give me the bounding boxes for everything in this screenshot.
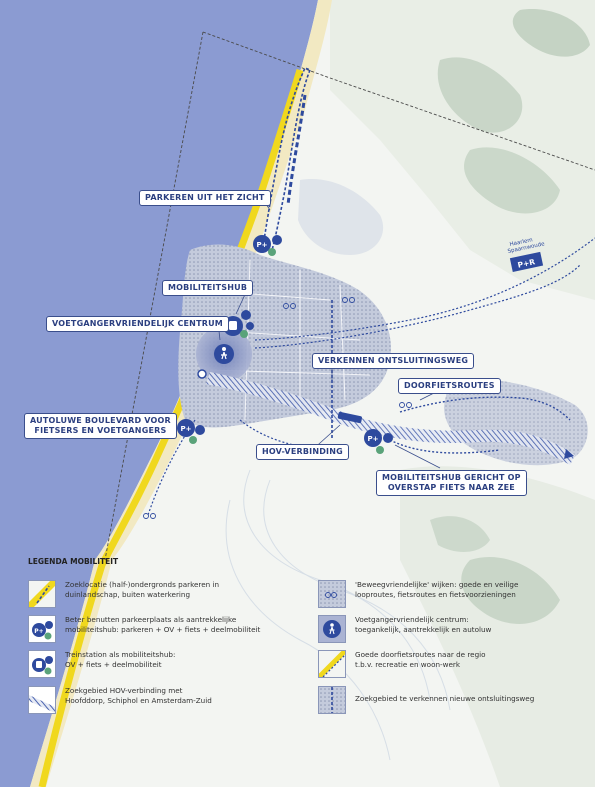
legend-title: LEGENDA MOBILITEIT (28, 557, 119, 566)
legend-text-7a: Goede doorfietsroutes naar de regio (355, 650, 486, 659)
callout-verkennen-ontsluitingsweg: VERKENNEN ONTSLUITINGSWEG (312, 353, 475, 369)
callout-mobiliteitshub-fiets: MOBILITEITSHUB GERICHT OP OVERSTAP FIETS… (376, 470, 527, 496)
legend-text-3b: OV + fiets + deelmobiliteit (65, 659, 162, 669)
legend-text-3a: Treinstation als mobiliteitshub: (65, 650, 176, 659)
callout-autoluwe-line-1: AUTOLUWE BOULEVARD VOOR (30, 416, 171, 425)
svg-text:P+: P+ (181, 425, 192, 433)
legend-symbol-voetgangervriendelijk (318, 615, 346, 643)
legend-symbol-hov (28, 686, 56, 714)
svg-text:P+: P+ (368, 435, 379, 443)
legend-text-6b: toegankelijk, aantrekkelijk en autoluw (355, 624, 492, 634)
legend-text-1a: Zoeklocatie (half-)ondergronds parkeren … (65, 580, 220, 589)
callout-hub-fiets-line-1: MOBILITEITSHUB GERICHT OP (382, 473, 521, 482)
legend-symbol-parkeerplaats-hub: P+ (28, 615, 56, 643)
legend-item-treinstation: Treinstation als mobiliteitshub:OV + fie… (28, 650, 265, 678)
callout-hub-fiets-line-2: OVERSTAP FIETS NAAR ZEE (387, 483, 515, 492)
callout-mobiliteitshub: MOBILITEITSHUB (162, 280, 254, 296)
legend-symbol-ontsluitingsweg (318, 686, 346, 714)
legend-text-5b: looproutes, fietsroutes en fietsvoorzien… (355, 589, 516, 599)
legend-text-4a: Zoekgebied HOV-verbinding met (65, 686, 183, 695)
legend-symbol-parkeren (28, 580, 56, 608)
svg-text:P+: P+ (34, 628, 43, 635)
legend-item-ontsluitingsweg: Zoekgebied te verkennen nieuwe ontsluiti… (318, 686, 555, 714)
legend-symbol-doorfietsroutes (318, 650, 346, 678)
callout-autoluwe-line-2: FIETSERS EN VOETGANGERS (34, 426, 167, 435)
callout-hov-verbinding: HOV-VERBINDING (256, 444, 349, 460)
legend-item-voetgangervriendelijk: Voetgangervriendelijk centrum:toegankeli… (318, 615, 555, 643)
haarlem-label: Haarlem (509, 237, 533, 248)
legend-item-parkeerplaats-hub: P+ Beter benutten parkeerplaats als aant… (28, 615, 265, 643)
legend-text-2a: Beter benutten parkeerplaats als aantrek… (65, 615, 237, 624)
legend-text-5a: 'Beweegvriendelijke' wijken: goede en ve… (355, 580, 519, 589)
callout-autoluwe-boulevard: AUTOLUWE BOULEVARD VOOR FIETSERS EN VOET… (24, 413, 177, 439)
p-plus-label: P+ (257, 241, 268, 249)
pr-sign-label: P+R (517, 257, 536, 270)
legend-text-1b: duinlandschap, buiten waterkering (65, 589, 191, 599)
legend-symbol-beweegvriendelijk (318, 580, 346, 608)
legend-text-7b: t.b.v. recreatie en woon-werk (355, 659, 461, 669)
legend-text-8a: Zoekgebied te verkennen nieuwe ontsluiti… (355, 694, 535, 703)
callout-parkeren-uit-het-zicht: PARKEREN UIT HET ZICHT (139, 190, 271, 206)
legend-text-4b: Hoofddorp, Schiphol en Amsterdam-Zuid (65, 695, 212, 705)
callout-doorfietsroutes: DOORFIETSROUTES (398, 378, 501, 394)
legend-item-parkeren: Zoeklocatie (half-)ondergronds parkeren … (28, 580, 265, 608)
legend-symbol-treinstation (28, 650, 56, 678)
legend-item-beweegvriendelijk: 'Beweegvriendelijke' wijken: goede en ve… (318, 580, 555, 608)
legend-text-6a: Voetgangervriendelijk centrum: (355, 615, 469, 624)
callout-voetgangervriendelijk-centrum: VOETGANGERVRIENDELIJK CENTRUM (46, 316, 229, 332)
legend-text-2b: mobiliteitshub: parkeren + OV + fiets + … (65, 624, 261, 634)
